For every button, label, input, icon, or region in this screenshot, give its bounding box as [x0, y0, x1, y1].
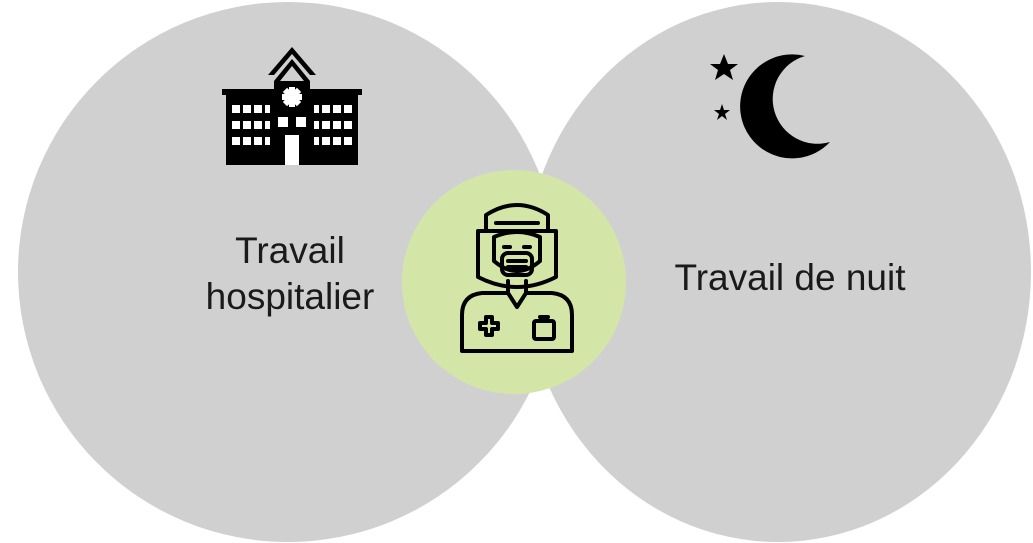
healthcare-worker-icon	[460, 203, 574, 353]
hospital-work-label-line1: Travail	[235, 230, 345, 271]
moon-stars-icon	[710, 54, 830, 159]
hospital-work-label-line2: hospitalier	[205, 276, 375, 317]
night-work-label: Travail de nuit	[674, 257, 906, 298]
hospital-work-label: Travail hospitalier	[170, 228, 410, 320]
hospital-icon	[222, 47, 362, 165]
intersection-circle	[402, 170, 626, 394]
